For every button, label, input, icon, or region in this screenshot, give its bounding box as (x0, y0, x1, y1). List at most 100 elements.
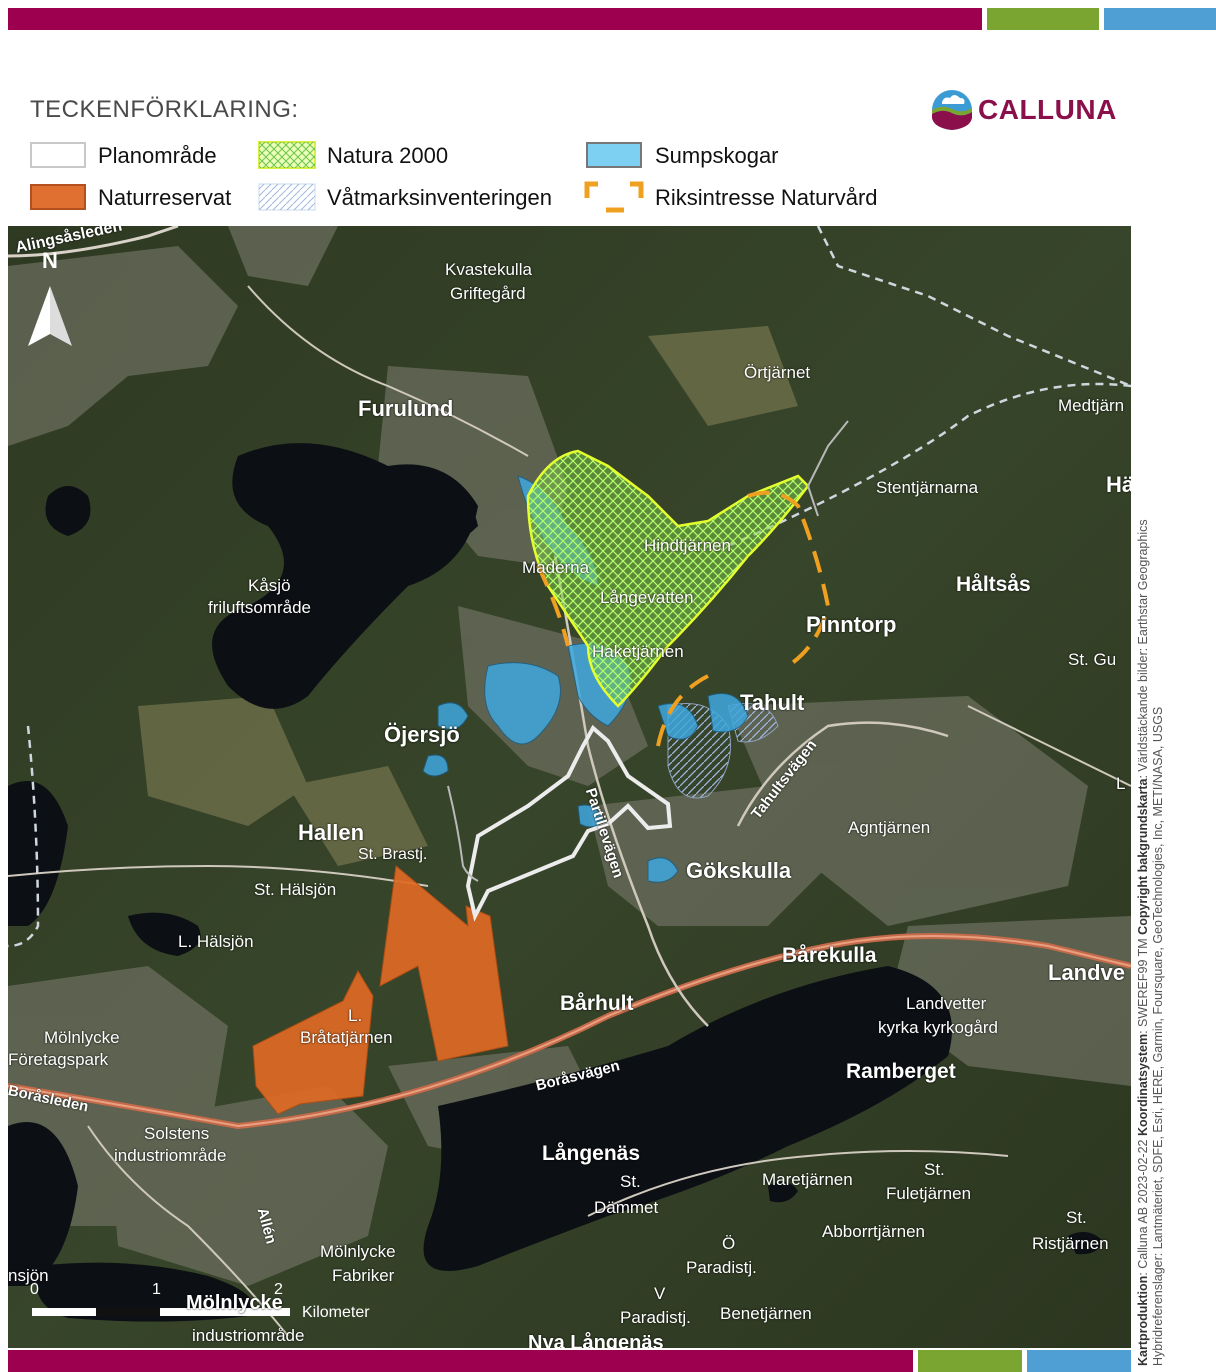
label-griftegard: Griftegård (450, 284, 526, 303)
lake-west (8, 781, 68, 926)
planomrade-swatch (30, 142, 86, 168)
label-medtjarn: Medtjärn (1058, 396, 1125, 415)
label-furulund: Furulund (358, 396, 454, 421)
label-l: L. (348, 1006, 363, 1025)
map-credits: Kartproduktion: Calluna AB 2023-02-22 Ko… (1136, 366, 1166, 1366)
label-sthalsjon: St. Hälsjön (254, 880, 337, 899)
bottom-bar-blue (1027, 1350, 1131, 1372)
map-view[interactable]: N 0 1 2 Kilometer Alingsåsleden Kvasteku… (8, 226, 1131, 1348)
label-benetjarnen: Benetjärnen (720, 1304, 812, 1323)
label-ojersjo: Öjersjö (384, 722, 460, 747)
label-lhalsjon: L. Hälsjön (178, 932, 254, 951)
road-west (8, 864, 429, 887)
lake-landvettersjon (423, 966, 952, 1271)
label-landvetter: Landvetter (906, 994, 987, 1013)
scale-tick-0: 0 (30, 1281, 39, 1298)
label-st3: St. (1066, 1208, 1087, 1227)
label-langenas: Långenäs (542, 1142, 641, 1165)
riksintresse-swatch (584, 181, 644, 213)
label-kyrka: kyrka kyrkogård (878, 1018, 998, 1037)
boundary-lines (8, 226, 1131, 948)
label-tahult: Tahult (740, 690, 805, 715)
label-v: V (654, 1284, 666, 1303)
legend-label-vatmarksinventeringen: Våtmarksinventeringen (327, 185, 553, 210)
label-sjon: nsjön (8, 1266, 49, 1285)
logo-text: CALLUNA (978, 94, 1117, 125)
legend-label-sumpskogar: Sumpskogar (655, 143, 779, 168)
credit-text-3: : Världstäckande bilder: Earthstar Geogr… (1136, 519, 1150, 779)
label-fabriker: Fabriker (332, 1266, 395, 1285)
label-stentjarnarna: Stentjärnarna (876, 478, 979, 497)
label-barekulla: Bårekulla (782, 944, 877, 967)
label-barhult: Bårhult (560, 992, 634, 1015)
label-bratatjarnen: Bråtatjärnen (300, 1028, 393, 1047)
label-nya: Nya Långenäs (528, 1332, 664, 1348)
label-hindtjarnen: Hindtjärnen (644, 536, 731, 555)
label-st: St. (620, 1172, 641, 1191)
label-st2: St. (924, 1160, 945, 1179)
scale-bar (32, 1308, 290, 1316)
lakes (8, 443, 1103, 1322)
road-southeast (587, 1150, 1009, 1217)
sumpskogar-swatch (586, 142, 642, 168)
credit-text-1: : Calluna AB 2023-02-22 (1136, 1136, 1150, 1276)
roads (8, 226, 1131, 1337)
road-east (967, 705, 1131, 787)
label-molnlycke2: Mölnlycke (320, 1242, 396, 1261)
riksintresse-outline (536, 490, 831, 747)
label-gokskulla: Gökskulla (686, 858, 792, 883)
legend-label-naturreservat: Naturreservat (98, 185, 232, 210)
label-molnlycke: Mölnlycke (44, 1028, 120, 1047)
legend-label-riksintresse: Riksintresse Naturvård (655, 185, 878, 210)
scale-unit: Kilometer (302, 1304, 370, 1321)
label-kvastekulla: Kvastekulla (445, 260, 532, 279)
credit-kartproduktion: Kartproduktion (1136, 1275, 1150, 1366)
bottom-bar-magenta (8, 1350, 913, 1372)
label-molnlycke3: Mölnlycke (186, 1292, 283, 1314)
label-friluftsomrade: friluftsområde (208, 598, 311, 617)
planomrade-outline (465, 724, 673, 922)
road-south (87, 1125, 289, 1337)
label-dammet: Dämmet (594, 1198, 659, 1217)
label-agntjarnen: Agntjärnen (848, 818, 931, 837)
label-fuletjarnen: Fuletjärnen (886, 1184, 972, 1203)
label-haketjarnen: Haketjärnen (592, 642, 684, 661)
stream-outlines (447, 420, 849, 882)
label-solstens: Solstens (144, 1124, 210, 1143)
label-ortjarnet: Örtjärnet (744, 363, 811, 382)
field-areas (138, 326, 798, 866)
credit-koordinatsystem: Koordinatsystem (1136, 1033, 1150, 1137)
label-kasjo: Kåsjö (248, 576, 291, 595)
natura-2000-area (526, 449, 810, 708)
label-ristjarnen: Ristjärnen (1032, 1234, 1109, 1253)
vatmarksinventeringen-swatch (258, 183, 316, 211)
legend-label-planomrade: Planområde (98, 143, 217, 168)
label-o: Ö (722, 1234, 736, 1253)
natura-2000-swatch (258, 141, 316, 169)
road-alingsasleden (8, 226, 179, 258)
lake-kasjo-east (398, 476, 478, 549)
label-industriomrade: industriområde (114, 1146, 227, 1165)
label-landve: Landve (1048, 960, 1126, 985)
label-maretjarnen: Maretjärnen (762, 1170, 853, 1189)
label-pinntorp: Pinntorp (806, 612, 897, 637)
lake-ristjarnen (1068, 1232, 1103, 1255)
label-abborrtjarnen: Abborrtjärnen (822, 1222, 926, 1241)
lake-southwest (8, 1122, 78, 1286)
label-ha: Hä (1106, 472, 1131, 497)
road-north (247, 285, 529, 457)
label-stbrastj: St. Brastj. (358, 846, 428, 863)
bottom-bar-green (918, 1350, 1022, 1372)
road-tahultsvagen (736, 721, 949, 827)
scale-tick-2: 2 (274, 1281, 283, 1298)
calluna-logo-icon (932, 90, 972, 130)
credit-copyright: Copyright bakgrundskarta (1136, 778, 1150, 935)
scale-tick-1: 1 (152, 1281, 161, 1298)
lake-halsjon (128, 912, 201, 956)
label-foretagspark: Företagspark (8, 1050, 109, 1069)
credit-text-2: : SWEREF99 TM (1136, 934, 1150, 1034)
credit-line-2: Hybridreferenslager: Lantmäteriet, SDFE,… (1151, 706, 1165, 1366)
lake-south (36, 1262, 253, 1322)
label-haltsas: Håltsås (956, 573, 1031, 596)
lake-maretjarnen (768, 1182, 798, 1203)
